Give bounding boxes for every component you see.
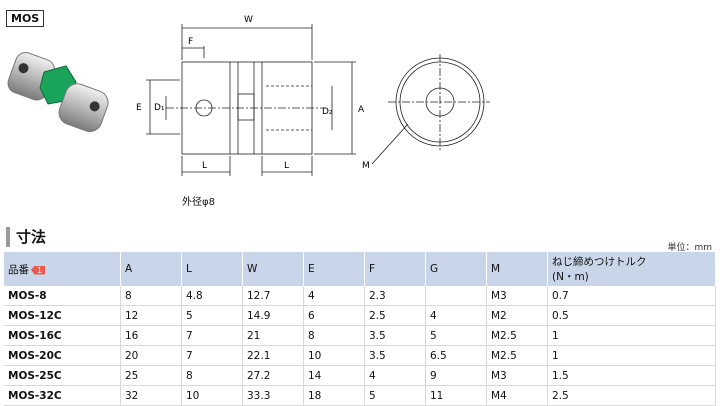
table-cell-model: MOS-32C: [4, 385, 121, 406]
table-cell: 5: [181, 305, 243, 326]
table-cell: 14: [303, 365, 365, 386]
section-title-text: 寸法: [16, 228, 47, 246]
table-cell: 4.8: [181, 286, 243, 306]
table-cell: M3: [486, 286, 548, 306]
table-cell: 3.5: [364, 325, 426, 346]
table-cell: 16: [120, 325, 182, 346]
table-cell: 25: [120, 365, 182, 386]
dim-label-d2: D₂: [322, 107, 333, 117]
dimension-drawing: W F E D₁ D₂ A L L: [136, 15, 365, 176]
table-cell-model: MOS-8: [4, 286, 121, 306]
col-header-m: M: [486, 252, 548, 286]
table-cell: 12.7: [242, 286, 304, 306]
table-cell-model: MOS-12C: [4, 305, 121, 326]
dim-label-a: A: [358, 105, 365, 115]
table-cell: 2.5: [364, 305, 426, 326]
product-photo: [7, 52, 109, 133]
section-title: 寸法: [6, 226, 46, 247]
table-cell: 33.3: [242, 385, 304, 406]
table-cell: [425, 286, 487, 306]
table-cell-model: MOS-25C: [4, 365, 121, 386]
table-cell: 12: [120, 305, 182, 326]
table-cell: 2.5: [547, 385, 716, 406]
table-cell: 1: [547, 345, 716, 366]
dim-label-m: M: [362, 161, 370, 171]
table-cell: 20: [120, 345, 182, 366]
col-header-a: A: [120, 252, 182, 286]
dim-label-l-right: L: [284, 161, 289, 171]
drawing-caption: 外径φ8: [182, 197, 215, 208]
unit-note: 単位：mm: [667, 243, 712, 253]
table-cell: 4: [364, 365, 426, 386]
note-badge: 1: [31, 265, 46, 275]
table-cell: 22.1: [242, 345, 304, 366]
dim-label-e: E: [136, 103, 142, 113]
table-cell: 7: [181, 345, 243, 366]
table-cell: 4: [303, 286, 365, 306]
table-cell: 27.2: [242, 365, 304, 386]
col-header-g: G: [425, 252, 487, 286]
table-cell: 14.9: [242, 305, 304, 326]
table-cell: 10: [303, 345, 365, 366]
series-tag: MOS: [6, 10, 45, 27]
col-header-torque: ねじ締めつけトルク (N・m): [547, 252, 716, 286]
table-cell: 18: [303, 385, 365, 406]
table-cell: M2: [486, 305, 548, 326]
dim-label-d1: D₁: [154, 103, 165, 113]
table-cell: M2.5: [486, 345, 548, 366]
dim-label-w: W: [244, 15, 253, 25]
table-cell: 8: [181, 365, 243, 386]
table-cell: 5: [364, 385, 426, 406]
table-cell: 5: [425, 325, 487, 346]
table-cell: 2.3: [364, 286, 426, 306]
table-cell: 11: [425, 385, 487, 406]
col-header-e: E: [303, 252, 365, 286]
table-cell: 0.7: [547, 286, 716, 306]
dim-label-l-left: L: [202, 161, 207, 171]
table-cell: 4: [425, 305, 487, 326]
col-header-l: L: [181, 252, 243, 286]
table-cell: 0.5: [547, 305, 716, 326]
table-cell: 1.5: [547, 365, 716, 386]
dim-label-f: F: [188, 37, 193, 47]
col-header-w: W: [242, 252, 304, 286]
table-cell: M2.5: [486, 325, 548, 346]
table-cell: 21: [242, 325, 304, 346]
table-cell: M3: [486, 365, 548, 386]
table-cell: 6: [303, 305, 365, 326]
table-cell: 6.5: [425, 345, 487, 366]
table-cell: 32: [120, 385, 182, 406]
end-view-drawing: M: [362, 54, 490, 171]
table-cell: 8: [303, 325, 365, 346]
table-cell: 7: [181, 325, 243, 346]
table-cell: 9: [425, 365, 487, 386]
table-cell-model: MOS-20C: [4, 345, 121, 366]
table-cell: M4: [486, 385, 548, 406]
hub-right: [58, 83, 109, 133]
table-cell: 10: [181, 385, 243, 406]
table-cell: 3.5: [364, 345, 426, 366]
col-header-f: F: [364, 252, 426, 286]
table-cell-model: MOS-16C: [4, 325, 121, 346]
table-cell: 1: [547, 325, 716, 346]
section-bar: [6, 226, 10, 247]
table-cell: 8: [120, 286, 182, 306]
